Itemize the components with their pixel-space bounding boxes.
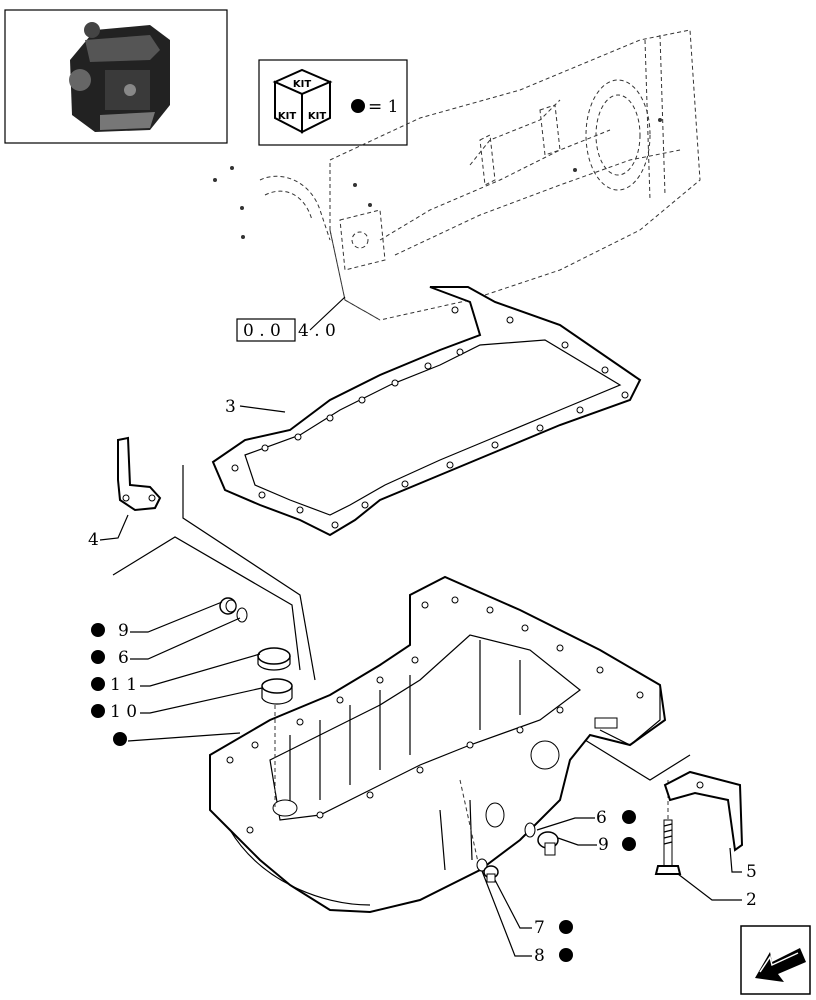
kit-box-icon: KIT KIT KIT — [272, 68, 333, 134]
callout-5: 5 — [729, 847, 757, 882]
callout-8: 8 — [481, 870, 573, 966]
reference-boxed-text: 0 . 0 — [243, 321, 281, 341]
bullet-dot-icon — [622, 810, 636, 824]
bullet-dot-icon — [113, 732, 127, 746]
sleeve-part-10[interactable] — [261, 678, 293, 705]
callout-10: 1 0 — [91, 687, 263, 722]
reference-label[interactable]: 0 . 0 4 . 0 — [236, 296, 346, 342]
svg-text:2: 2 — [746, 890, 757, 910]
svg-text:7: 7 — [534, 918, 545, 938]
kit-icon-left-text: KIT — [278, 111, 296, 122]
kit-legend: KIT KIT KIT = 1 — [258, 59, 408, 146]
bracket-part-5[interactable] — [663, 770, 744, 852]
kit-quantity-text: = 1 — [368, 97, 398, 117]
bullet-dot-icon — [351, 99, 365, 113]
svg-text:1 0: 1 0 — [110, 702, 137, 722]
callout-3-leader — [239, 405, 286, 413]
bullet-dot-icon — [91, 623, 105, 637]
bracket-part-4[interactable] — [117, 436, 162, 512]
callout-4-leader — [99, 514, 129, 541]
bullet-dot-icon — [559, 948, 573, 962]
oring-part-6-right[interactable] — [524, 822, 536, 838]
callout-4-label: 4 — [88, 530, 99, 550]
callout-9-left: 9 — [91, 601, 223, 641]
svg-text:6: 6 — [596, 808, 607, 828]
guide-line-b — [112, 536, 301, 671]
guide-line-c — [584, 739, 691, 781]
bullet-dot-icon — [91, 704, 105, 718]
callout-6-right: 6 — [536, 808, 636, 831]
engine-block-outline — [213, 29, 701, 321]
callout-11: 1 1 — [91, 653, 261, 695]
bullet-dot-icon — [91, 677, 105, 691]
plug-part-7[interactable] — [483, 865, 499, 883]
callout-7: 7 — [494, 879, 573, 938]
gasket-part-3[interactable] — [211, 286, 642, 537]
plug-part-9-right[interactable] — [537, 831, 559, 856]
svg-text:6: 6 — [118, 648, 129, 668]
bolt-part-2[interactable] — [654, 819, 682, 875]
svg-text:8: 8 — [534, 946, 545, 966]
oil-pan[interactable] — [209, 575, 667, 914]
engine-thumbnail-icon — [69, 22, 170, 132]
bullet-dot-icon — [622, 837, 636, 851]
navigation-arrow-icon — [755, 948, 806, 982]
oring-part-6-left[interactable] — [236, 607, 248, 623]
bullet-dot-icon — [559, 920, 573, 934]
navigation-arrow-button[interactable] — [740, 925, 811, 995]
callout-6-left: 6 — [91, 617, 241, 668]
engine-thumbnail[interactable] — [4, 9, 228, 144]
svg-text:5: 5 — [746, 862, 757, 882]
svg-text:9: 9 — [598, 835, 609, 855]
callout-3-label: 3 — [225, 397, 236, 417]
kit-icon-top-text: KIT — [293, 79, 311, 90]
callout-9-right: 9 — [557, 835, 636, 855]
bullet-dot-icon — [91, 650, 105, 664]
cap-part-11[interactable] — [257, 647, 291, 671]
reference-rest-text: 4 . 0 — [298, 321, 336, 341]
guide-line-a — [182, 465, 316, 681]
svg-text:9: 9 — [118, 621, 129, 641]
kit-icon-right-text: KIT — [308, 111, 326, 122]
callout-2: 2 — [677, 873, 757, 910]
plug-part-9-left[interactable] — [219, 597, 237, 615]
svg-text:1 1: 1 1 — [110, 675, 137, 695]
callout-oil-pan — [113, 732, 241, 746]
